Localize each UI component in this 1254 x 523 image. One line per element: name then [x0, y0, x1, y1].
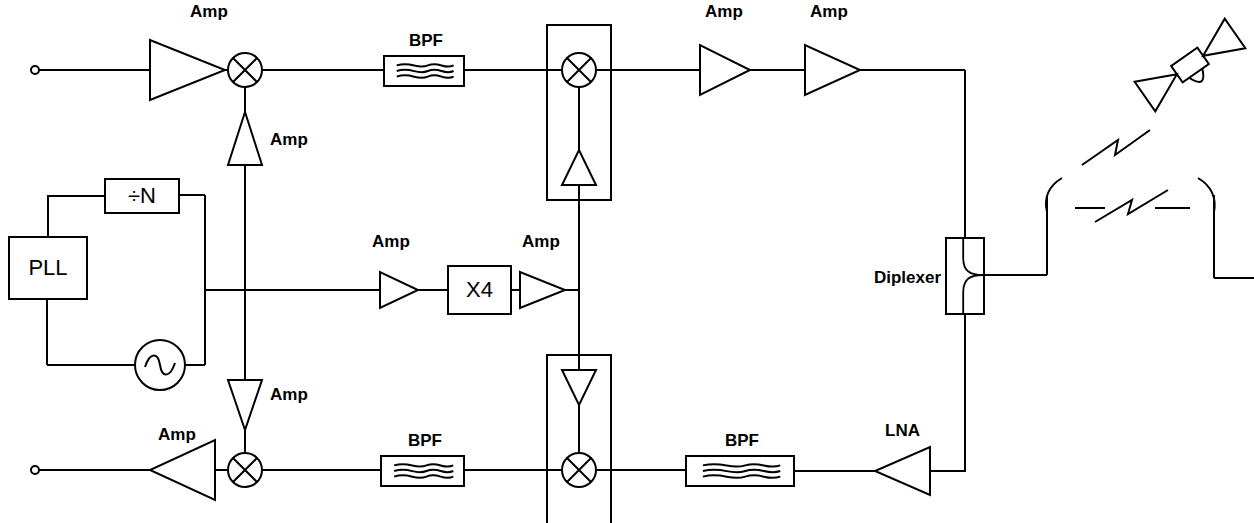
bandpass-filter: BPF [380, 455, 465, 487]
diplexer-symbol: Diplexer [945, 237, 985, 315]
diplexer-curve [947, 239, 983, 313]
signal-wire [48, 196, 104, 236]
filter-wave-symbol [687, 457, 793, 485]
box-label: X4 [466, 277, 493, 303]
lna-amplifier: LNA [875, 447, 930, 495]
amp-label: Amp [190, 2, 228, 22]
component-label: BPF [725, 431, 759, 451]
amp-label: Amp [705, 2, 743, 22]
amp-label: Amp [810, 2, 848, 22]
bandpass-filter: BPF [383, 55, 465, 87]
amplifier-triangle [875, 447, 930, 495]
signal-wire [795, 470, 875, 472]
bandpass-filter: BPF [685, 455, 795, 487]
amp-label: Amp [522, 232, 560, 252]
component-label: Diplexer [874, 268, 941, 288]
component-label: LNA [885, 421, 920, 441]
box-label: PLL [28, 255, 67, 281]
amp-label: Amp [158, 425, 196, 445]
signal-wire [930, 315, 965, 471]
multiplier-box: X4 [447, 265, 512, 315]
divider-box: ÷N [104, 178, 180, 214]
box-label: ÷N [128, 183, 156, 209]
component-label: BPF [408, 431, 442, 451]
amp-label: Amp [270, 385, 308, 405]
filter-wave-symbol [382, 457, 463, 485]
amp-label: Amp [270, 130, 308, 150]
filter-wave-symbol [385, 57, 463, 85]
pll-box: PLL [8, 236, 88, 300]
amp-label: Amp [372, 232, 410, 252]
component-label: BPF [409, 31, 443, 51]
